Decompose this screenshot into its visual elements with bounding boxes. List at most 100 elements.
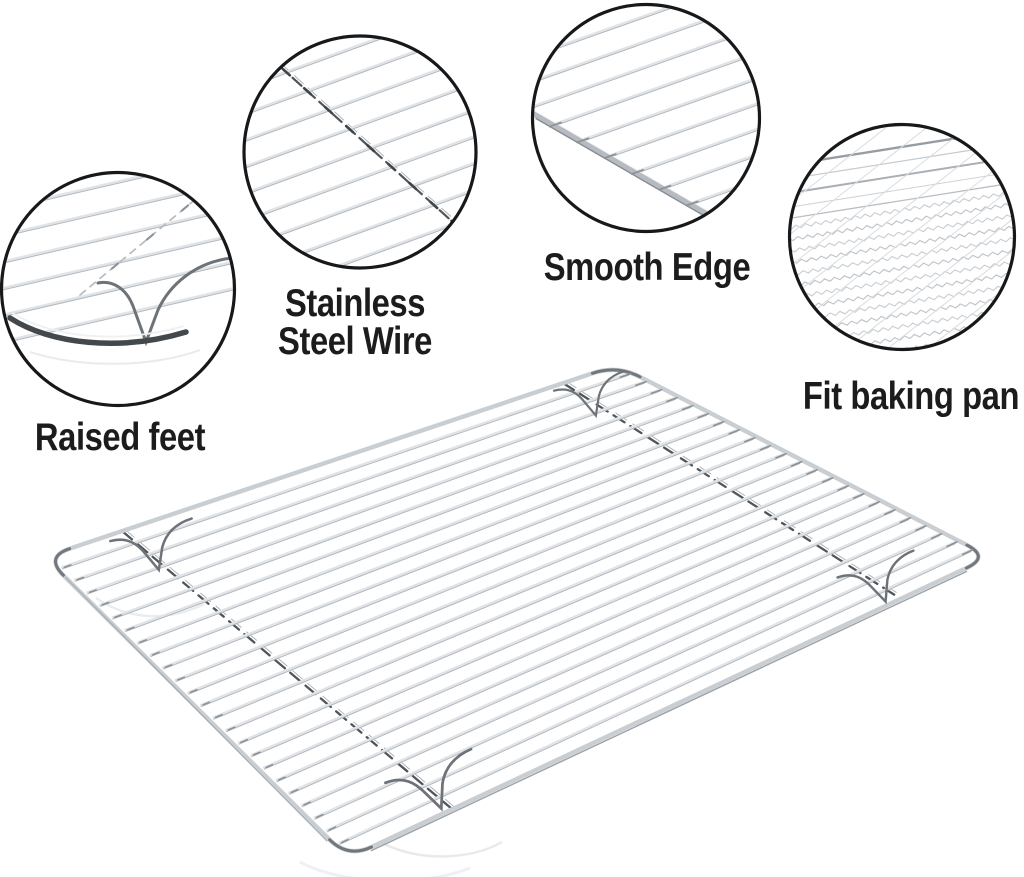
rack-wire-shadow bbox=[288, 519, 910, 795]
weld-tick bbox=[323, 105, 334, 115]
wire-end-tick bbox=[576, 137, 590, 144]
inset-reflection bbox=[29, 349, 201, 365]
rack-wire-shadow bbox=[137, 422, 723, 645]
wire-end-tick bbox=[635, 380, 647, 387]
label-stainless-line2: Steel Wire bbox=[278, 320, 432, 363]
wire-end-tick bbox=[685, 200, 699, 207]
rack-wire-shadow bbox=[3, 255, 233, 325]
wire-end-tick bbox=[303, 801, 312, 806]
rack-wire-shadow bbox=[87, 390, 661, 595]
weld-tick bbox=[281, 67, 292, 77]
wire-end-tick bbox=[775, 452, 787, 459]
inset-raised-foot bbox=[96, 256, 233, 347]
bar-tick bbox=[180, 204, 190, 212]
pan-grid-line bbox=[844, 227, 1013, 348]
rack-wire bbox=[136, 420, 724, 644]
wire-end-tick bbox=[790, 461, 803, 467]
rack-wire-shadow bbox=[339, 551, 972, 845]
rack-wire-shadow bbox=[188, 454, 785, 695]
weld-tick bbox=[429, 200, 439, 210]
wire-end-tick bbox=[189, 689, 198, 694]
rack-wire-shadow bbox=[326, 543, 956, 833]
rack-wire-shadow bbox=[301, 527, 925, 808]
rack-wire bbox=[3, 227, 233, 299]
weld-tick bbox=[387, 162, 397, 172]
rack-wire bbox=[225, 476, 833, 732]
raised-foot-wire bbox=[384, 747, 473, 812]
rack-wire bbox=[534, 20, 758, 124]
rack-wire bbox=[3, 177, 233, 248]
frame-corner bbox=[590, 368, 642, 379]
rack-wire bbox=[300, 524, 926, 807]
rack-wire-shadow bbox=[245, 54, 475, 158]
pan-rim-line bbox=[791, 180, 1013, 223]
rack-wire bbox=[86, 388, 662, 594]
wire-end-tick bbox=[164, 664, 173, 669]
pan-grid-line bbox=[791, 126, 960, 257]
pan-texture-row bbox=[791, 211, 1013, 256]
pan-texture-row bbox=[791, 245, 1013, 290]
rack-wire bbox=[325, 540, 957, 832]
rack-wire bbox=[288, 516, 910, 795]
rack-wire bbox=[245, 98, 475, 205]
rack-wire-shadow bbox=[74, 382, 645, 582]
wire-end-tick bbox=[139, 639, 148, 644]
raised-foot bbox=[384, 747, 473, 812]
bar-tick bbox=[110, 262, 120, 270]
rack-wire-shadow bbox=[61, 374, 630, 570]
pan-grid-line bbox=[829, 208, 1013, 348]
frame-corner bbox=[54, 547, 72, 577]
wire-end-tick bbox=[630, 169, 644, 175]
pan-grid-line bbox=[791, 149, 1013, 335]
inset-ring bbox=[0, 170, 237, 408]
wire-end-tick bbox=[930, 533, 943, 540]
wire-end-tick bbox=[806, 469, 818, 475]
pan-texture-row bbox=[792, 324, 1013, 348]
frame-corner bbox=[328, 838, 373, 853]
pan-texture-row bbox=[791, 268, 1013, 313]
rack-wire bbox=[313, 532, 942, 820]
rack-wire bbox=[3, 278, 233, 349]
rack-wire bbox=[251, 192, 475, 267]
inset-ring bbox=[787, 122, 1017, 352]
rack-wire-shadow bbox=[225, 479, 832, 733]
wire-end-tick bbox=[214, 713, 223, 719]
pan-texture-row bbox=[791, 199, 1013, 245]
wire-end-tick bbox=[227, 726, 236, 731]
rack-wire bbox=[534, 6, 758, 101]
inset-frame-edge bbox=[7, 315, 189, 346]
rack-wire bbox=[212, 468, 817, 719]
wire-end-tick bbox=[265, 763, 274, 769]
outside-edge-mask bbox=[534, 114, 758, 230]
wire-end-tick bbox=[899, 517, 912, 524]
wire-end-tick bbox=[681, 404, 694, 411]
label-fit-baking-pan: Fit baking pan bbox=[802, 375, 1020, 418]
rack-wire bbox=[3, 202, 233, 273]
wire-end-tick bbox=[290, 788, 299, 794]
label-stainless-steel-wire: Stainless Steel Wire bbox=[278, 282, 432, 363]
wire-end-tick bbox=[252, 751, 261, 756]
rack-wire bbox=[98, 396, 677, 607]
wire-end-tick bbox=[63, 564, 72, 569]
inset-stainless-steel-wire bbox=[245, 37, 475, 267]
rack-wire-shadow bbox=[213, 471, 816, 720]
wire-end-tick bbox=[548, 121, 562, 128]
wire-end-tick bbox=[277, 776, 286, 781]
wire-end-tick bbox=[697, 412, 710, 419]
reflection bbox=[381, 840, 503, 858]
rack-wire-shadow bbox=[314, 535, 941, 820]
pan-grid-line bbox=[791, 129, 1006, 316]
label-stainless-line1: Stainless bbox=[284, 282, 426, 325]
wire-end-tick bbox=[837, 485, 850, 491]
rack-wire-shadow bbox=[150, 430, 739, 658]
rack-wire-shadow bbox=[251, 495, 863, 758]
weld-tick bbox=[302, 86, 313, 96]
rack-wire bbox=[3, 174, 233, 223]
rack-wire bbox=[3, 253, 233, 324]
raised-foot-wire bbox=[109, 517, 193, 573]
rack-wire-shadow bbox=[534, 6, 758, 102]
rack-wire bbox=[275, 508, 895, 782]
inset-ring bbox=[242, 34, 478, 270]
rack-wire bbox=[245, 122, 475, 228]
